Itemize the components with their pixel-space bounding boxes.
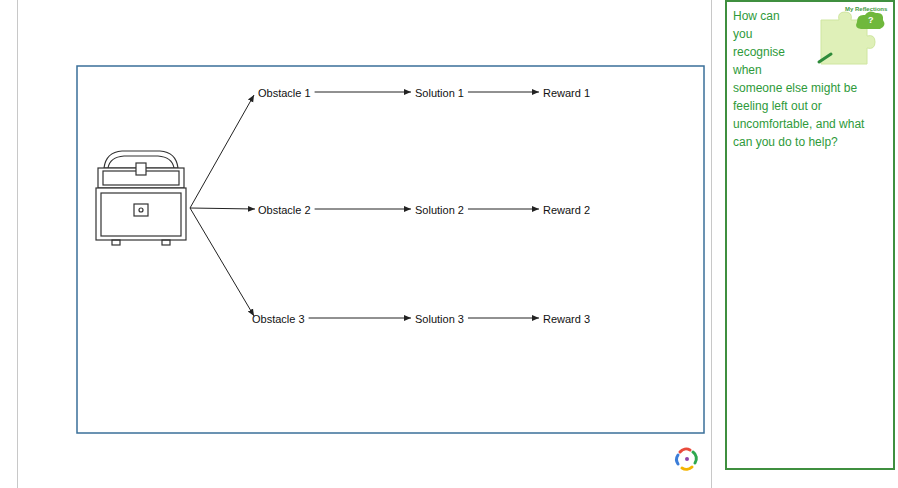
flow-arrow bbox=[468, 318, 539, 319]
flow-arrow bbox=[309, 318, 411, 319]
reflection-icon: My Reflections? bbox=[801, 6, 887, 72]
flow-arrow bbox=[315, 209, 411, 210]
step-label: Reward 3 bbox=[541, 312, 592, 326]
step-label: Reward 2 bbox=[541, 203, 592, 217]
step-label: Reward 1 bbox=[541, 86, 592, 100]
step-label: Obstacle 2 bbox=[256, 203, 313, 217]
step-node: Obstacle 1 bbox=[256, 83, 313, 101]
step-node: Obstacle 3 bbox=[250, 309, 307, 327]
split-arrows bbox=[190, 95, 255, 316]
reflection-panel: My Reflections?How can you recognise whe… bbox=[725, 0, 895, 470]
logo-swirl bbox=[677, 449, 697, 469]
outer-frame bbox=[18, 0, 712, 488]
step-node: Reward 2 bbox=[541, 200, 592, 218]
step-node: Reward 3 bbox=[541, 309, 592, 327]
inner-frame bbox=[77, 66, 704, 433]
step-node: Solution 1 bbox=[413, 83, 466, 101]
step-label: Solution 2 bbox=[413, 203, 466, 217]
step-label: Obstacle 1 bbox=[256, 86, 313, 100]
icon-title: My Reflections bbox=[845, 6, 887, 12]
step-label: Obstacle 3 bbox=[250, 312, 307, 326]
question-mark: ? bbox=[868, 15, 874, 25]
step-node: Solution 2 bbox=[413, 200, 466, 218]
puzzle-illustration bbox=[801, 6, 887, 72]
flow-arrow bbox=[468, 209, 539, 210]
step-node: Solution 3 bbox=[413, 309, 466, 327]
flow-arrow bbox=[468, 92, 539, 93]
step-node: Reward 1 bbox=[541, 83, 592, 101]
treasure-chest bbox=[96, 151, 186, 245]
step-label: Solution 3 bbox=[413, 312, 466, 326]
step-label: Solution 1 bbox=[413, 86, 466, 100]
step-node: Obstacle 2 bbox=[256, 200, 313, 218]
flow-arrow bbox=[315, 92, 411, 93]
